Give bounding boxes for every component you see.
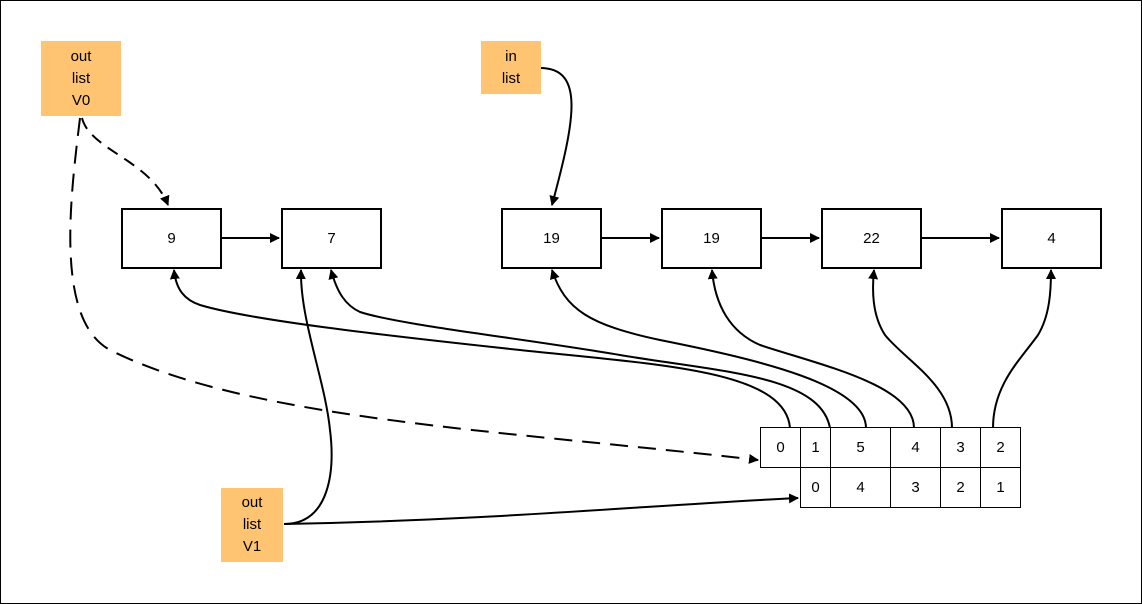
out-list-v0-line2: list — [71, 69, 91, 87]
out-list-v0-line3: V0 — [71, 91, 91, 109]
array-v1-cell: 1 — [980, 467, 1021, 508]
out-list-v1-label: out list V1 — [221, 488, 283, 562]
array-v1-cell: 3 — [890, 467, 941, 508]
list-node-22: 22 — [821, 208, 922, 269]
edge-cell5-to-19a — [550, 269, 867, 429]
edge-cell2-to-4 — [992, 269, 1056, 429]
edge-v0-to-9 — [81, 117, 170, 206]
out-list-v0-label: out list V0 — [41, 41, 121, 116]
list-node-4: 4 — [1001, 208, 1102, 269]
array-v1-cell: 2 — [940, 467, 981, 508]
edge-cell4-to-19b — [707, 269, 915, 429]
array-v0-cell: 5 — [830, 427, 891, 468]
out-list-v1-line3: V1 — [242, 538, 262, 555]
edge-v1-to-array — [283, 493, 799, 525]
out-list-v1-line1: out — [241, 494, 263, 511]
out-list-v1-line2: list — [242, 516, 262, 533]
array-v0-cell: 2 — [980, 427, 1021, 468]
edge-cell3-to-22 — [868, 269, 953, 429]
edge-cell1-to-7 — [328, 269, 831, 429]
array-v0-cell: 0 — [760, 427, 801, 468]
edge-v0-to-array — [69, 117, 759, 464]
edge-cell0-to-9 — [169, 269, 791, 429]
list-node-19-first: 19 — [501, 208, 602, 269]
in-list-line1: in — [505, 47, 517, 65]
list-node-19-second: 19 — [661, 208, 762, 269]
array-v1-cell: 4 — [830, 467, 891, 508]
array-v0-cell: 3 — [940, 427, 981, 468]
array-v0-cell: 1 — [800, 427, 831, 468]
array-v0-cell: 4 — [890, 427, 941, 468]
edge-v1-to-7 — [283, 269, 333, 525]
list-node-7: 7 — [281, 208, 382, 269]
in-list-line2: list — [501, 69, 521, 87]
in-list-label: in list — [481, 41, 541, 94]
array-v1-cell: 0 — [800, 467, 831, 508]
list-node-9: 9 — [121, 208, 222, 269]
edge-in-list-to-19 — [539, 67, 573, 206]
out-list-v0-line1: out — [70, 47, 92, 65]
